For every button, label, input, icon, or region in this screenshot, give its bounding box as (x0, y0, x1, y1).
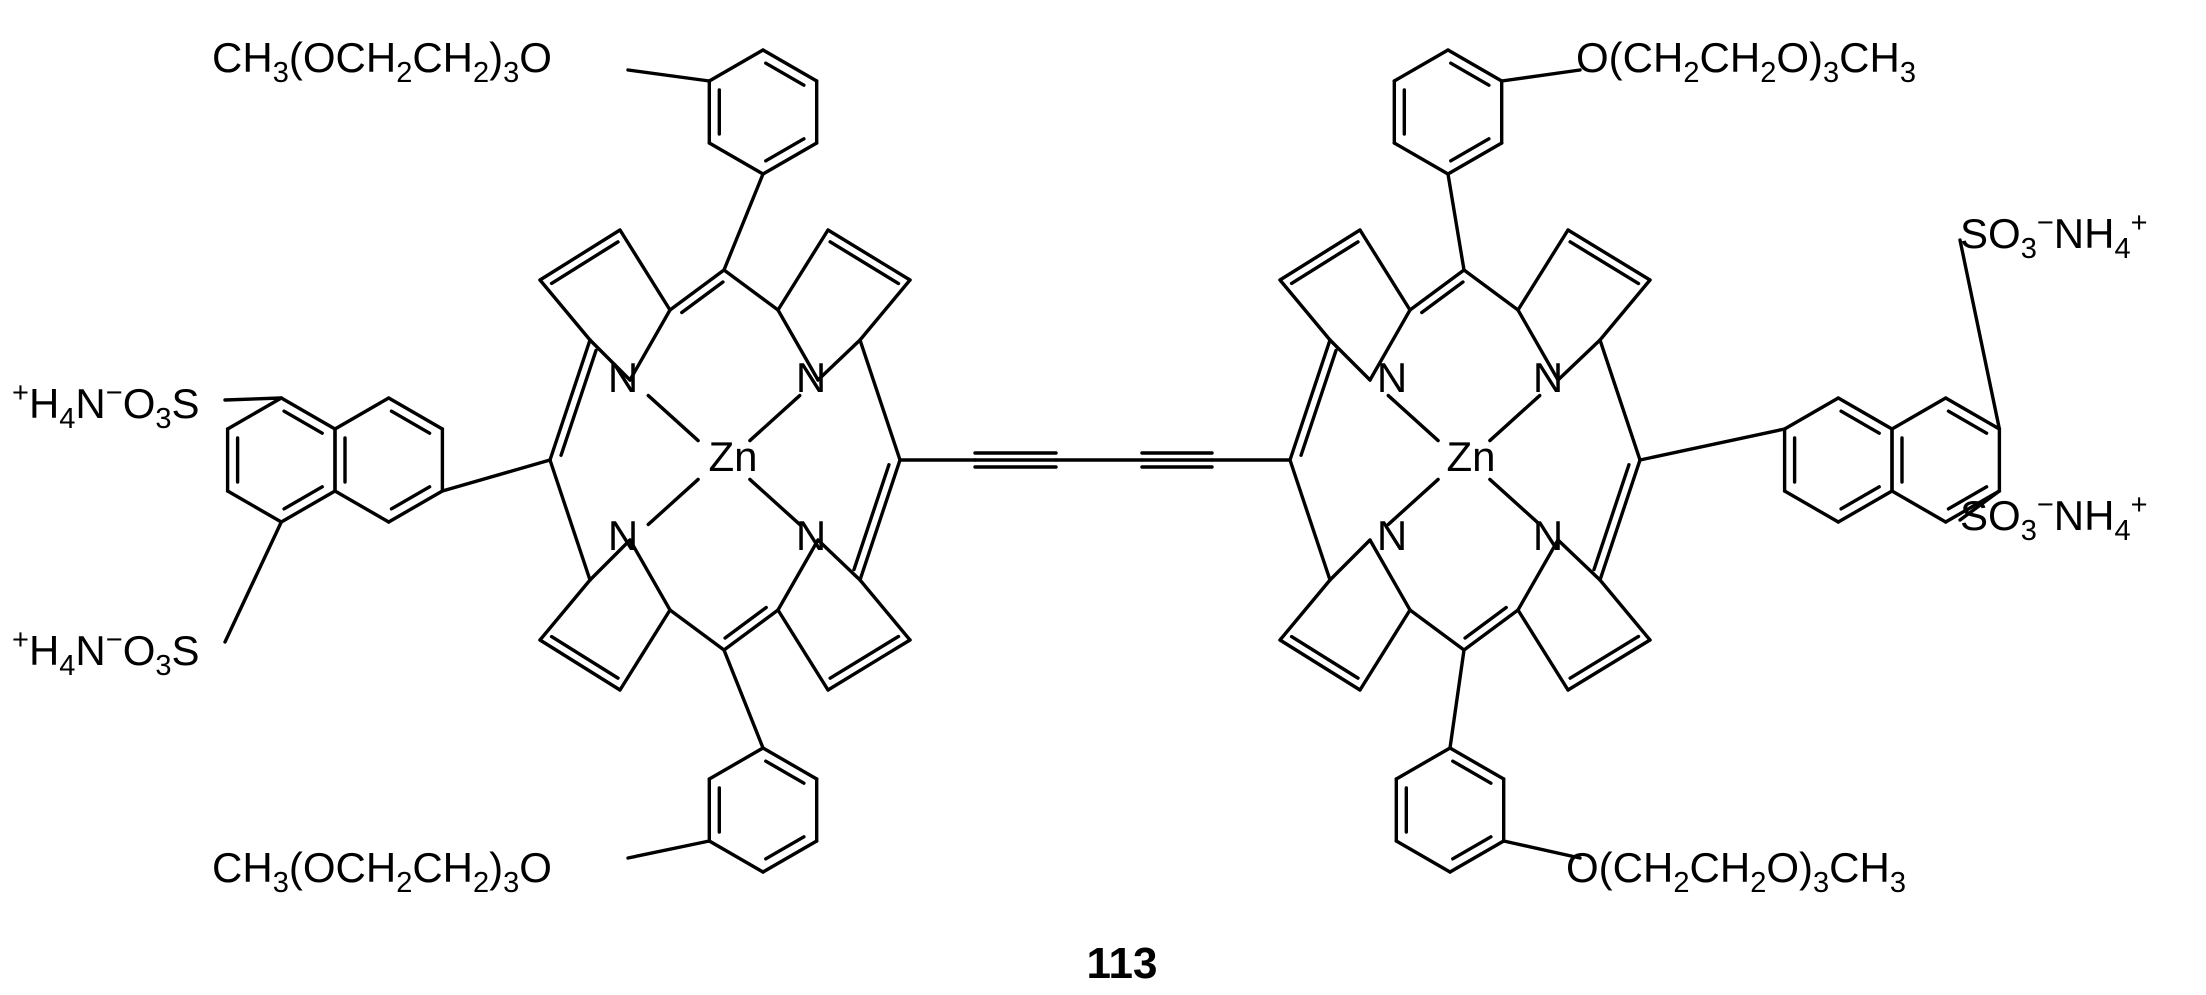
nitrogen-atom: N (796, 354, 826, 401)
sulfonate-right-bottom: SO3−NH4+ (1960, 489, 2148, 547)
nitrogen-atom: N (608, 512, 638, 559)
nitrogen-atom: N (1377, 354, 1407, 401)
sulfonate-left-bottom: +H4N−O3S (12, 624, 200, 682)
nitrogen-atom: N (1533, 354, 1563, 401)
nitrogen-atom: N (1377, 512, 1407, 559)
compound-number: 113 (1087, 939, 1158, 988)
peg-chain-top-left: CH3(OCH2CH2)3O (212, 34, 552, 89)
zinc-atom: Zn (708, 433, 757, 480)
bond-lines (223, 48, 2002, 874)
nitrogen-atom: N (608, 354, 638, 401)
sulfonate-left-top: +H4N−O3S (12, 377, 200, 435)
porphyrin-left: N N N N Zn (608, 354, 826, 559)
peg-chain-top-right: O(CH2CH2O)3CH3 (1576, 34, 1916, 89)
peg-chain-bottom-left: CH3(OCH2CH2)3O (212, 844, 552, 899)
zinc-atom: Zn (1446, 433, 1495, 480)
sulfonate-right-top: SO3−NH4+ (1960, 207, 2148, 265)
porphyrin-right: N N N N Zn (1377, 354, 1563, 559)
nitrogen-atom: N (1533, 512, 1563, 559)
peg-chain-bottom-right: O(CH2CH2O)3CH3 (1566, 844, 1906, 899)
nitrogen-atom: N (796, 512, 826, 559)
